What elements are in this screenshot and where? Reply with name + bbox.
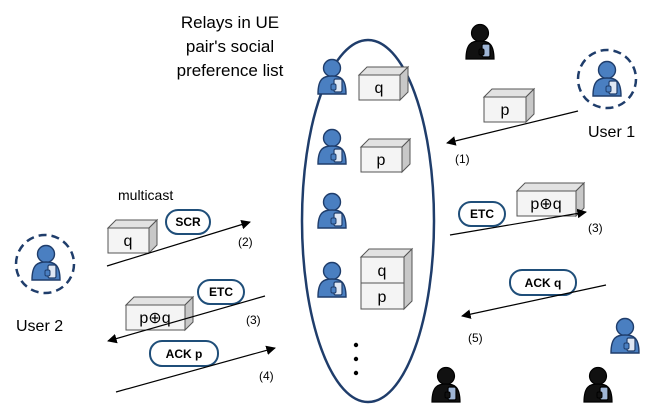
user1-range-circle — [576, 48, 638, 110]
relay-packet-label: q — [378, 263, 387, 280]
ellipsis-dot — [353, 370, 359, 376]
arrow-step-2 — [106, 219, 251, 267]
non-relay-user-icon — [465, 23, 495, 60]
xor-packet-label: p⊕q — [139, 310, 170, 327]
arrow-step-1 — [446, 110, 579, 146]
relay-packet-label: p — [377, 152, 386, 169]
relay-user-icon — [317, 261, 347, 298]
xor-packet-label: p⊕q — [530, 196, 561, 213]
ellipsis-dot — [353, 342, 359, 348]
etc-tag-right: ETC — [458, 201, 506, 227]
etc-tag-left: ETC — [197, 279, 245, 305]
arrow-step-3-left — [107, 295, 266, 344]
user2-label: User 2 — [16, 318, 63, 335]
etc-tag-label: ETC — [209, 285, 233, 299]
ack-p-label: ACK p — [166, 347, 203, 361]
step-2-label: (2) — [238, 235, 253, 249]
user1-label: User 1 — [588, 124, 635, 141]
step-3-right-label: (3) — [588, 221, 603, 235]
relay-title-line-1: Relays in UE — [181, 13, 279, 32]
relay-packet-box: p — [359, 137, 412, 174]
user2-range-circle — [14, 233, 76, 295]
non-relay-user-icon — [431, 366, 461, 403]
arrow-step-4 — [115, 345, 276, 393]
arrow-step-3-right — [449, 208, 587, 236]
relay-packet-label: q — [375, 80, 384, 97]
left-packet-box: q — [106, 218, 159, 255]
user1-packet-label: p — [501, 102, 510, 119]
relay-packet-stack: q p — [359, 247, 414, 311]
scr-tag-label: SCR — [175, 215, 201, 229]
step-3-left-label: (3) — [246, 313, 261, 327]
scr-tag: SCR — [165, 209, 211, 235]
multicast-label: multicast — [118, 187, 173, 203]
relay-title-line-2: pair's social — [186, 37, 274, 56]
relay-user-icon — [317, 58, 347, 95]
relay-title-line-3: preference list — [177, 61, 284, 80]
xor-packet-box-left: p⊕q — [124, 295, 195, 332]
relay-user-icon — [317, 128, 347, 165]
xor-packet-box-right: p⊕q — [515, 181, 586, 218]
etc-tag-label: ETC — [470, 207, 494, 221]
step-1-label: (1) — [455, 152, 470, 166]
left-packet-label: q — [124, 233, 133, 250]
relay-set-ellipse — [300, 38, 436, 404]
relay-user-icon — [317, 192, 347, 229]
step-5-label: (5) — [468, 331, 483, 345]
ack-p-tag: ACK p — [149, 340, 219, 367]
relay-user-icon — [610, 317, 640, 354]
ack-q-label: ACK q — [525, 276, 562, 290]
ack-q-tag: ACK q — [509, 269, 577, 296]
non-relay-user-icon — [583, 366, 613, 403]
arrow-step-5 — [461, 284, 607, 319]
user1-icon — [592, 60, 622, 97]
relay-packet-label: p — [378, 289, 387, 306]
step-4-label: (4) — [259, 369, 274, 383]
user2-icon — [31, 244, 61, 281]
ellipsis-dot — [353, 356, 359, 362]
relay-packet-box: q — [357, 65, 410, 102]
user1-packet-box: p — [482, 87, 536, 124]
